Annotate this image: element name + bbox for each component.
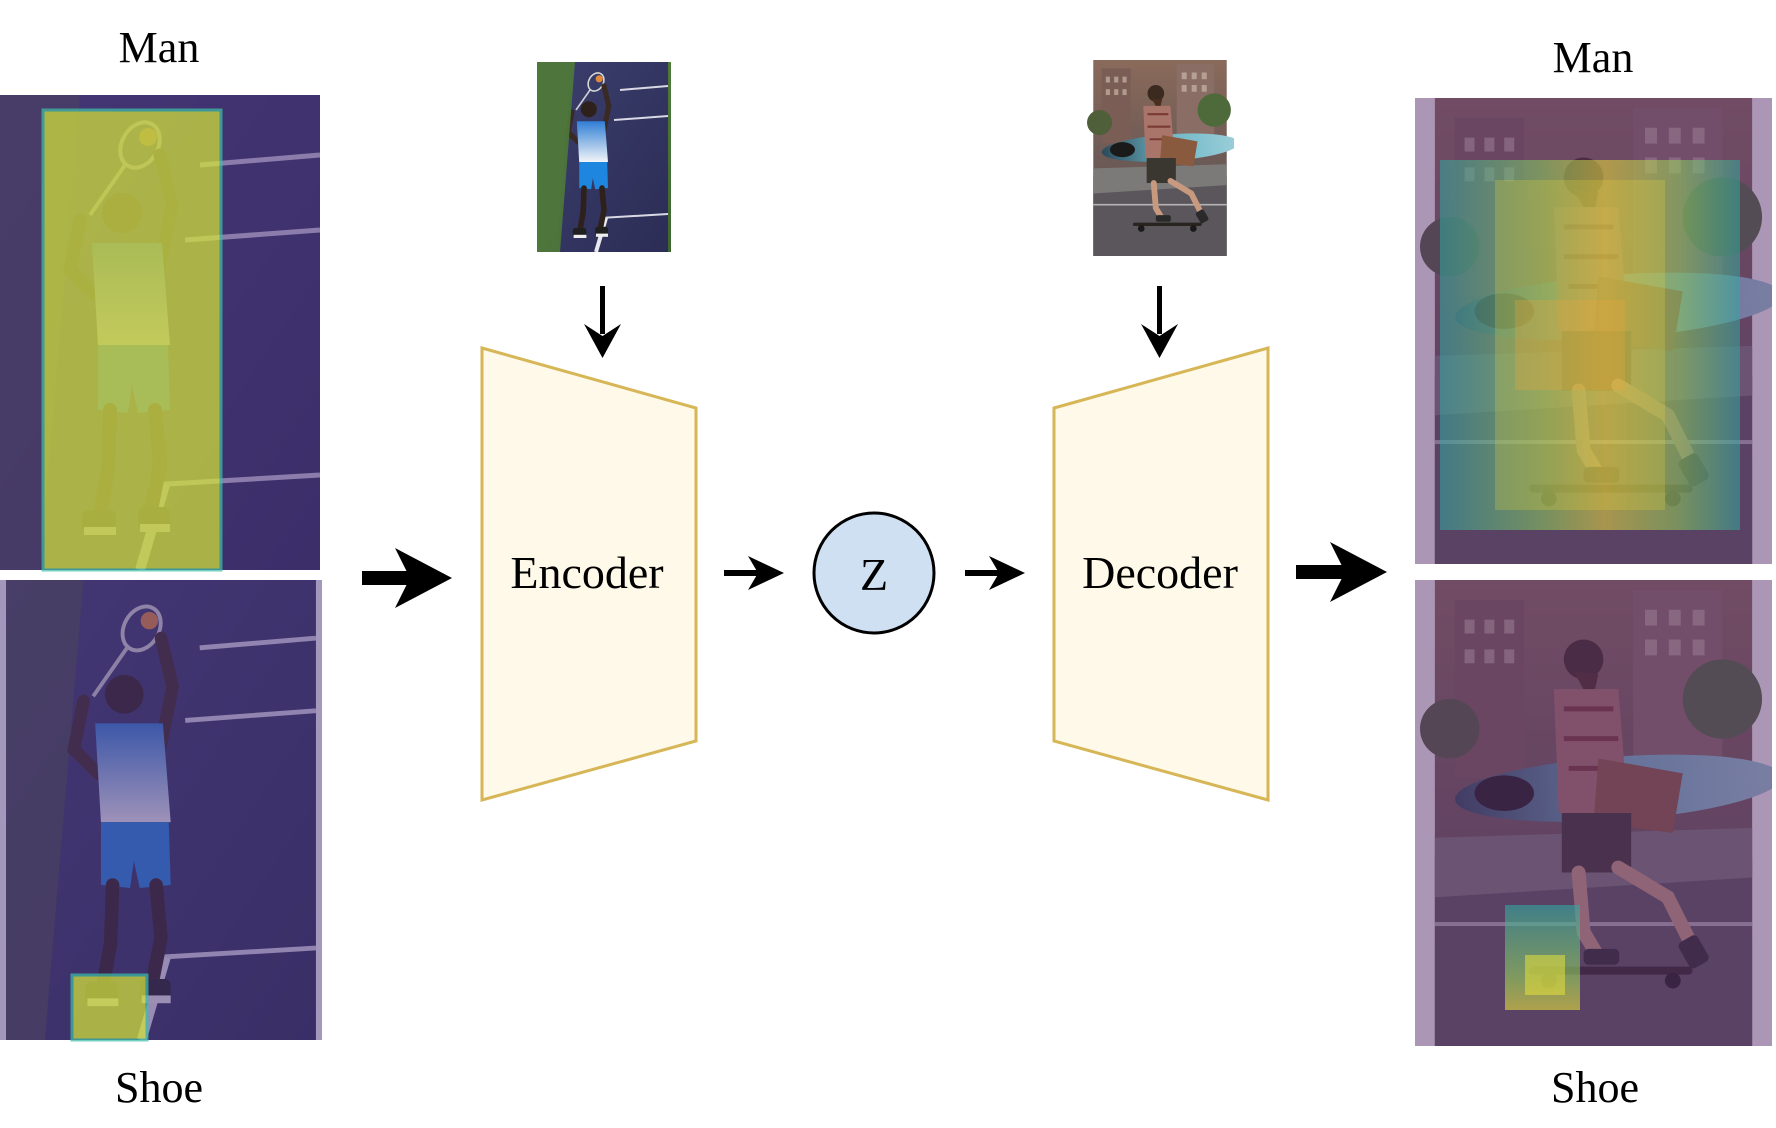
left-bottom-label: Shoe xyxy=(115,1063,203,1112)
decoder-input-image xyxy=(1087,60,1240,256)
right-bottom-image xyxy=(1415,580,1772,1046)
arrow-latent-to-decoder xyxy=(965,556,1025,590)
left-top-label: Man xyxy=(119,23,200,72)
latent-label: Z xyxy=(860,549,888,600)
right-bottom-label: Shoe xyxy=(1551,1063,1639,1112)
encoder-label: Encoder xyxy=(510,547,663,598)
arrow-input-to-encoder xyxy=(362,548,452,608)
arrow-image-to-decoder xyxy=(1141,286,1178,358)
decoder-label: Decoder xyxy=(1082,547,1238,598)
encoder-block: Encoder xyxy=(480,346,698,802)
right-top-label: Man xyxy=(1553,33,1634,82)
left-bottom-image xyxy=(0,580,322,1042)
latent-node: Z xyxy=(812,511,936,635)
left-top-image xyxy=(0,95,320,572)
arrow-decoder-to-output xyxy=(1296,542,1387,602)
arrow-encoder-to-latent xyxy=(724,556,784,590)
right-top-image xyxy=(1415,98,1772,564)
encoder-input-image xyxy=(537,62,671,252)
arrow-image-to-encoder xyxy=(584,286,621,358)
decoder-block: Decoder xyxy=(1052,346,1270,802)
